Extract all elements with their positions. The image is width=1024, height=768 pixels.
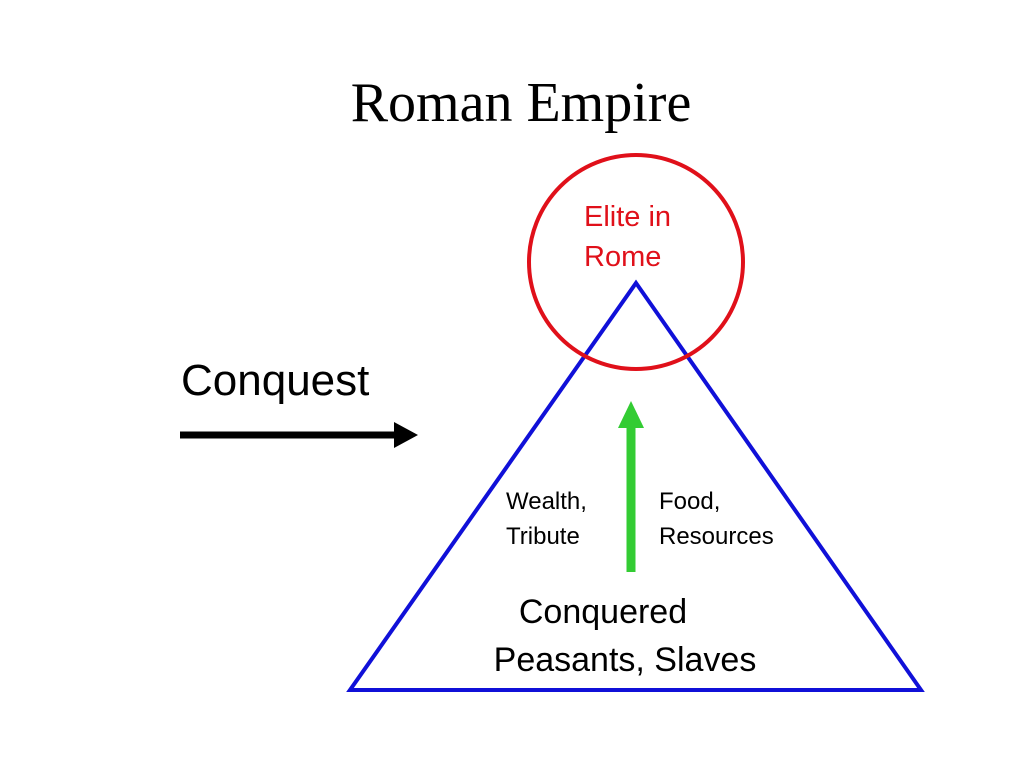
elite-label-line1: Elite in [584, 201, 671, 233]
flow-right-line2: Resources [659, 523, 774, 550]
elite-label-line2: Rome [584, 241, 661, 273]
elite-circle [527, 153, 745, 371]
flow-left-line2: Tribute [506, 523, 580, 550]
base-label-line1: Conquered [519, 593, 687, 631]
base-label-line2: Peasants, Slaves [494, 641, 757, 679]
conquest-arrow [180, 422, 418, 448]
flow-right-line1: Food, [659, 488, 720, 515]
pyramid-triangle [346, 279, 925, 692]
conquest-label: Conquest [181, 356, 369, 405]
slide-title: Roman Empire [351, 72, 692, 134]
flow-left-line1: Wealth, [506, 488, 587, 515]
tribute-flow-arrow [618, 401, 644, 572]
